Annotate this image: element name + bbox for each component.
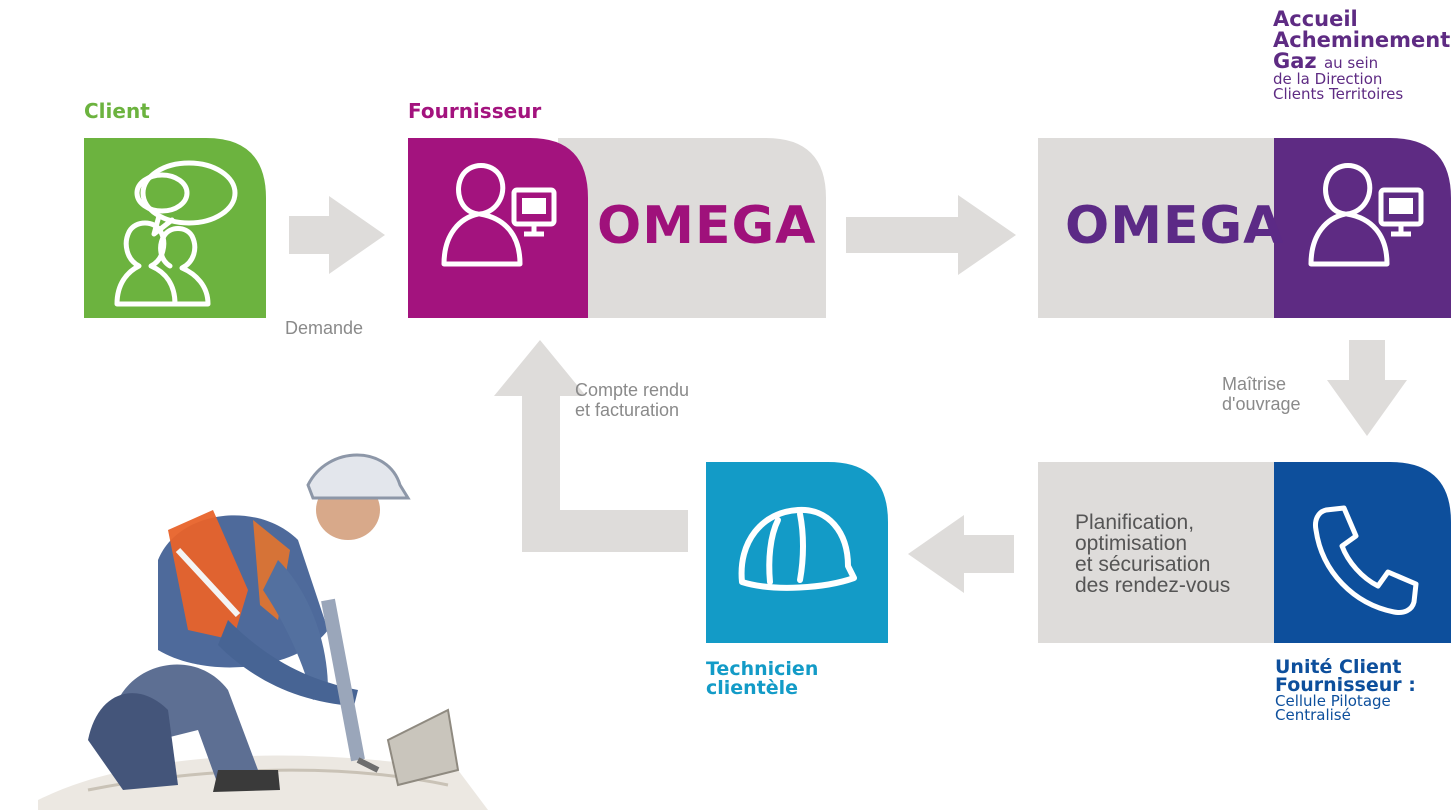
- compte-rendu-label: Compte rendu et facturation: [575, 380, 690, 420]
- chat-users-icon: [114, 160, 238, 307]
- arrow-right-1: [289, 196, 385, 274]
- fournisseur-box: [408, 138, 826, 318]
- technicien-label: Technicien clientèle: [706, 658, 819, 699]
- technicien-box: [706, 462, 888, 643]
- demande-label: Demande: [285, 318, 364, 338]
- user-computer-icon: [1308, 163, 1424, 267]
- arrow-right-2: [846, 195, 1016, 275]
- fournisseur-label: Fournisseur: [408, 99, 542, 123]
- phone-icon: [1313, 505, 1419, 615]
- helmet-icon: [738, 506, 857, 591]
- maitrise-label: Maîtrise d'ouvrage: [1222, 374, 1301, 414]
- omega-accueil: OMEGA: [1065, 196, 1285, 256]
- accueil-title: Accueil Acheminement Gaz au sein de la D…: [1273, 7, 1451, 103]
- omega-fournisseur: OMEGA: [597, 196, 817, 256]
- arrow-up-return: [494, 340, 688, 552]
- arrow-down: [1327, 340, 1407, 436]
- client-label: Client: [84, 99, 150, 123]
- arrow-left: [908, 515, 1014, 593]
- technician-illustration: [38, 453, 488, 810]
- user-computer-icon: [441, 163, 557, 267]
- planning-text: Planification, optimisation et sécurisat…: [1075, 511, 1231, 597]
- accueil-box: [1038, 138, 1451, 318]
- planning-box: [1038, 462, 1451, 643]
- ucf-label: Unité Client Fournisseur : Cellule Pilot…: [1275, 656, 1416, 724]
- client-box: [84, 138, 266, 318]
